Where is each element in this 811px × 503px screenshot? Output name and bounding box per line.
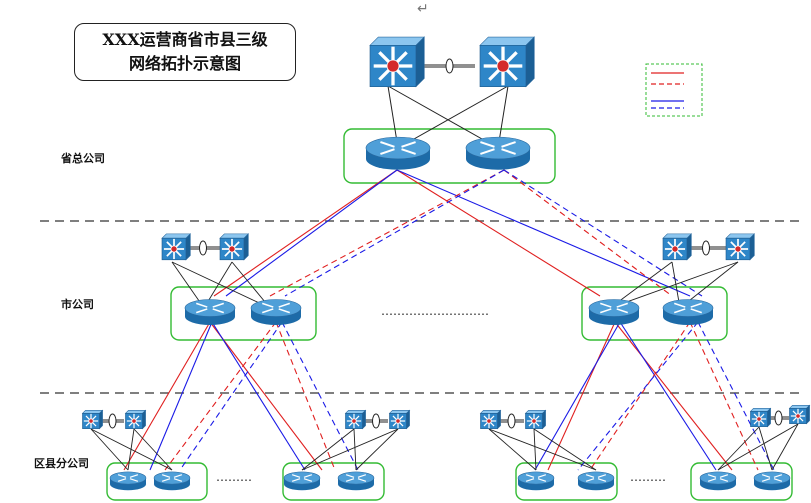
switch-icon — [479, 409, 502, 430]
link-line — [123, 321, 211, 471]
switch-icon — [749, 407, 772, 428]
level-label-province: 省总公司 — [61, 152, 105, 165]
link-line — [387, 85, 499, 149]
link-line — [284, 169, 505, 297]
switch-icon — [479, 36, 536, 88]
link-line — [397, 85, 509, 149]
device-group-box — [106, 462, 208, 501]
router-icon — [109, 471, 147, 491]
switch-icon — [344, 409, 367, 430]
link-line — [533, 428, 537, 471]
link-line — [301, 428, 355, 471]
link-line — [127, 428, 135, 471]
link-line — [133, 428, 173, 471]
device-group-box — [282, 462, 385, 501]
link-connector-icon — [424, 58, 475, 74]
router-icon — [184, 299, 236, 325]
ellipsis-ellipsis-county-left: ……… — [216, 470, 252, 484]
title-line-1: XXX运营商省市县三级 — [102, 30, 268, 49]
switch-icon — [662, 233, 693, 261]
link-line — [396, 169, 601, 297]
router-icon — [465, 136, 531, 170]
device-group-box — [690, 462, 793, 501]
link-line — [396, 169, 691, 297]
switch-icon — [219, 233, 250, 261]
switch-icon — [524, 409, 547, 430]
device-group-box — [581, 286, 728, 341]
link-line — [577, 321, 699, 471]
link-line — [275, 321, 336, 471]
link-line — [503, 169, 673, 297]
device-group-box — [343, 128, 556, 184]
link-line — [209, 321, 323, 471]
switch-icon — [369, 36, 426, 88]
switch-icon — [725, 233, 756, 261]
link-line — [614, 321, 733, 471]
device-group-box — [170, 286, 317, 341]
link-line — [355, 428, 399, 471]
router-icon — [250, 299, 302, 325]
link-line — [213, 169, 398, 297]
router-icon — [517, 471, 555, 491]
link-line — [301, 428, 399, 471]
switch-icon — [124, 409, 147, 430]
link-line — [533, 428, 597, 471]
link-line — [503, 169, 703, 297]
switch-icon — [161, 233, 192, 261]
link-line — [758, 426, 773, 471]
link-line — [534, 321, 621, 471]
link-connector-icon — [768, 410, 789, 426]
link-connector-icon — [686, 240, 726, 256]
router-icon — [699, 471, 737, 491]
link-line — [164, 321, 277, 471]
link-line — [149, 321, 213, 471]
link-line — [697, 321, 775, 471]
router-icon — [153, 471, 191, 491]
device-group-box — [515, 462, 618, 501]
link-line — [689, 321, 759, 471]
ellipsis-ellipsis-county-right: ……… — [630, 470, 666, 484]
router-icon — [365, 136, 431, 170]
link-connector-icon — [184, 240, 222, 256]
link-connector-icon — [499, 413, 524, 429]
link-line — [90, 428, 173, 471]
return-mark: ↵ — [417, 1, 429, 17]
legend-box — [645, 63, 703, 117]
link-line — [488, 428, 537, 471]
link-line — [90, 428, 129, 471]
diagram-title: XXX运营商省市县三级 网络拓扑示意图 — [74, 23, 296, 81]
link-line — [771, 423, 799, 471]
link-line — [179, 321, 283, 471]
link-line — [488, 428, 597, 471]
link-connector-icon — [101, 413, 124, 429]
link-line — [269, 169, 505, 297]
router-icon — [588, 299, 640, 325]
link-line — [211, 321, 306, 471]
link-line — [353, 428, 357, 471]
switch-icon — [388, 409, 411, 430]
level-label-county: 区县分公司 — [34, 457, 89, 470]
router-icon — [337, 471, 375, 491]
router-icon — [283, 471, 321, 491]
link-line — [281, 321, 359, 471]
ellipsis-ellipsis-city: ……………………… — [381, 304, 489, 318]
title-line-2: 网络拓扑示意图 — [128, 54, 241, 73]
link-line — [171, 261, 271, 309]
link-line — [619, 321, 717, 471]
switch-icon — [788, 404, 811, 425]
link-line — [609, 261, 739, 309]
link-line — [717, 423, 799, 471]
link-line — [225, 169, 398, 297]
link-line — [717, 426, 760, 471]
level-label-city: 市公司 — [61, 298, 94, 311]
link-connector-icon — [364, 413, 388, 429]
router-icon — [662, 299, 714, 325]
switch-icon — [81, 409, 104, 430]
router-icon — [577, 471, 615, 491]
router-icon — [753, 471, 791, 491]
